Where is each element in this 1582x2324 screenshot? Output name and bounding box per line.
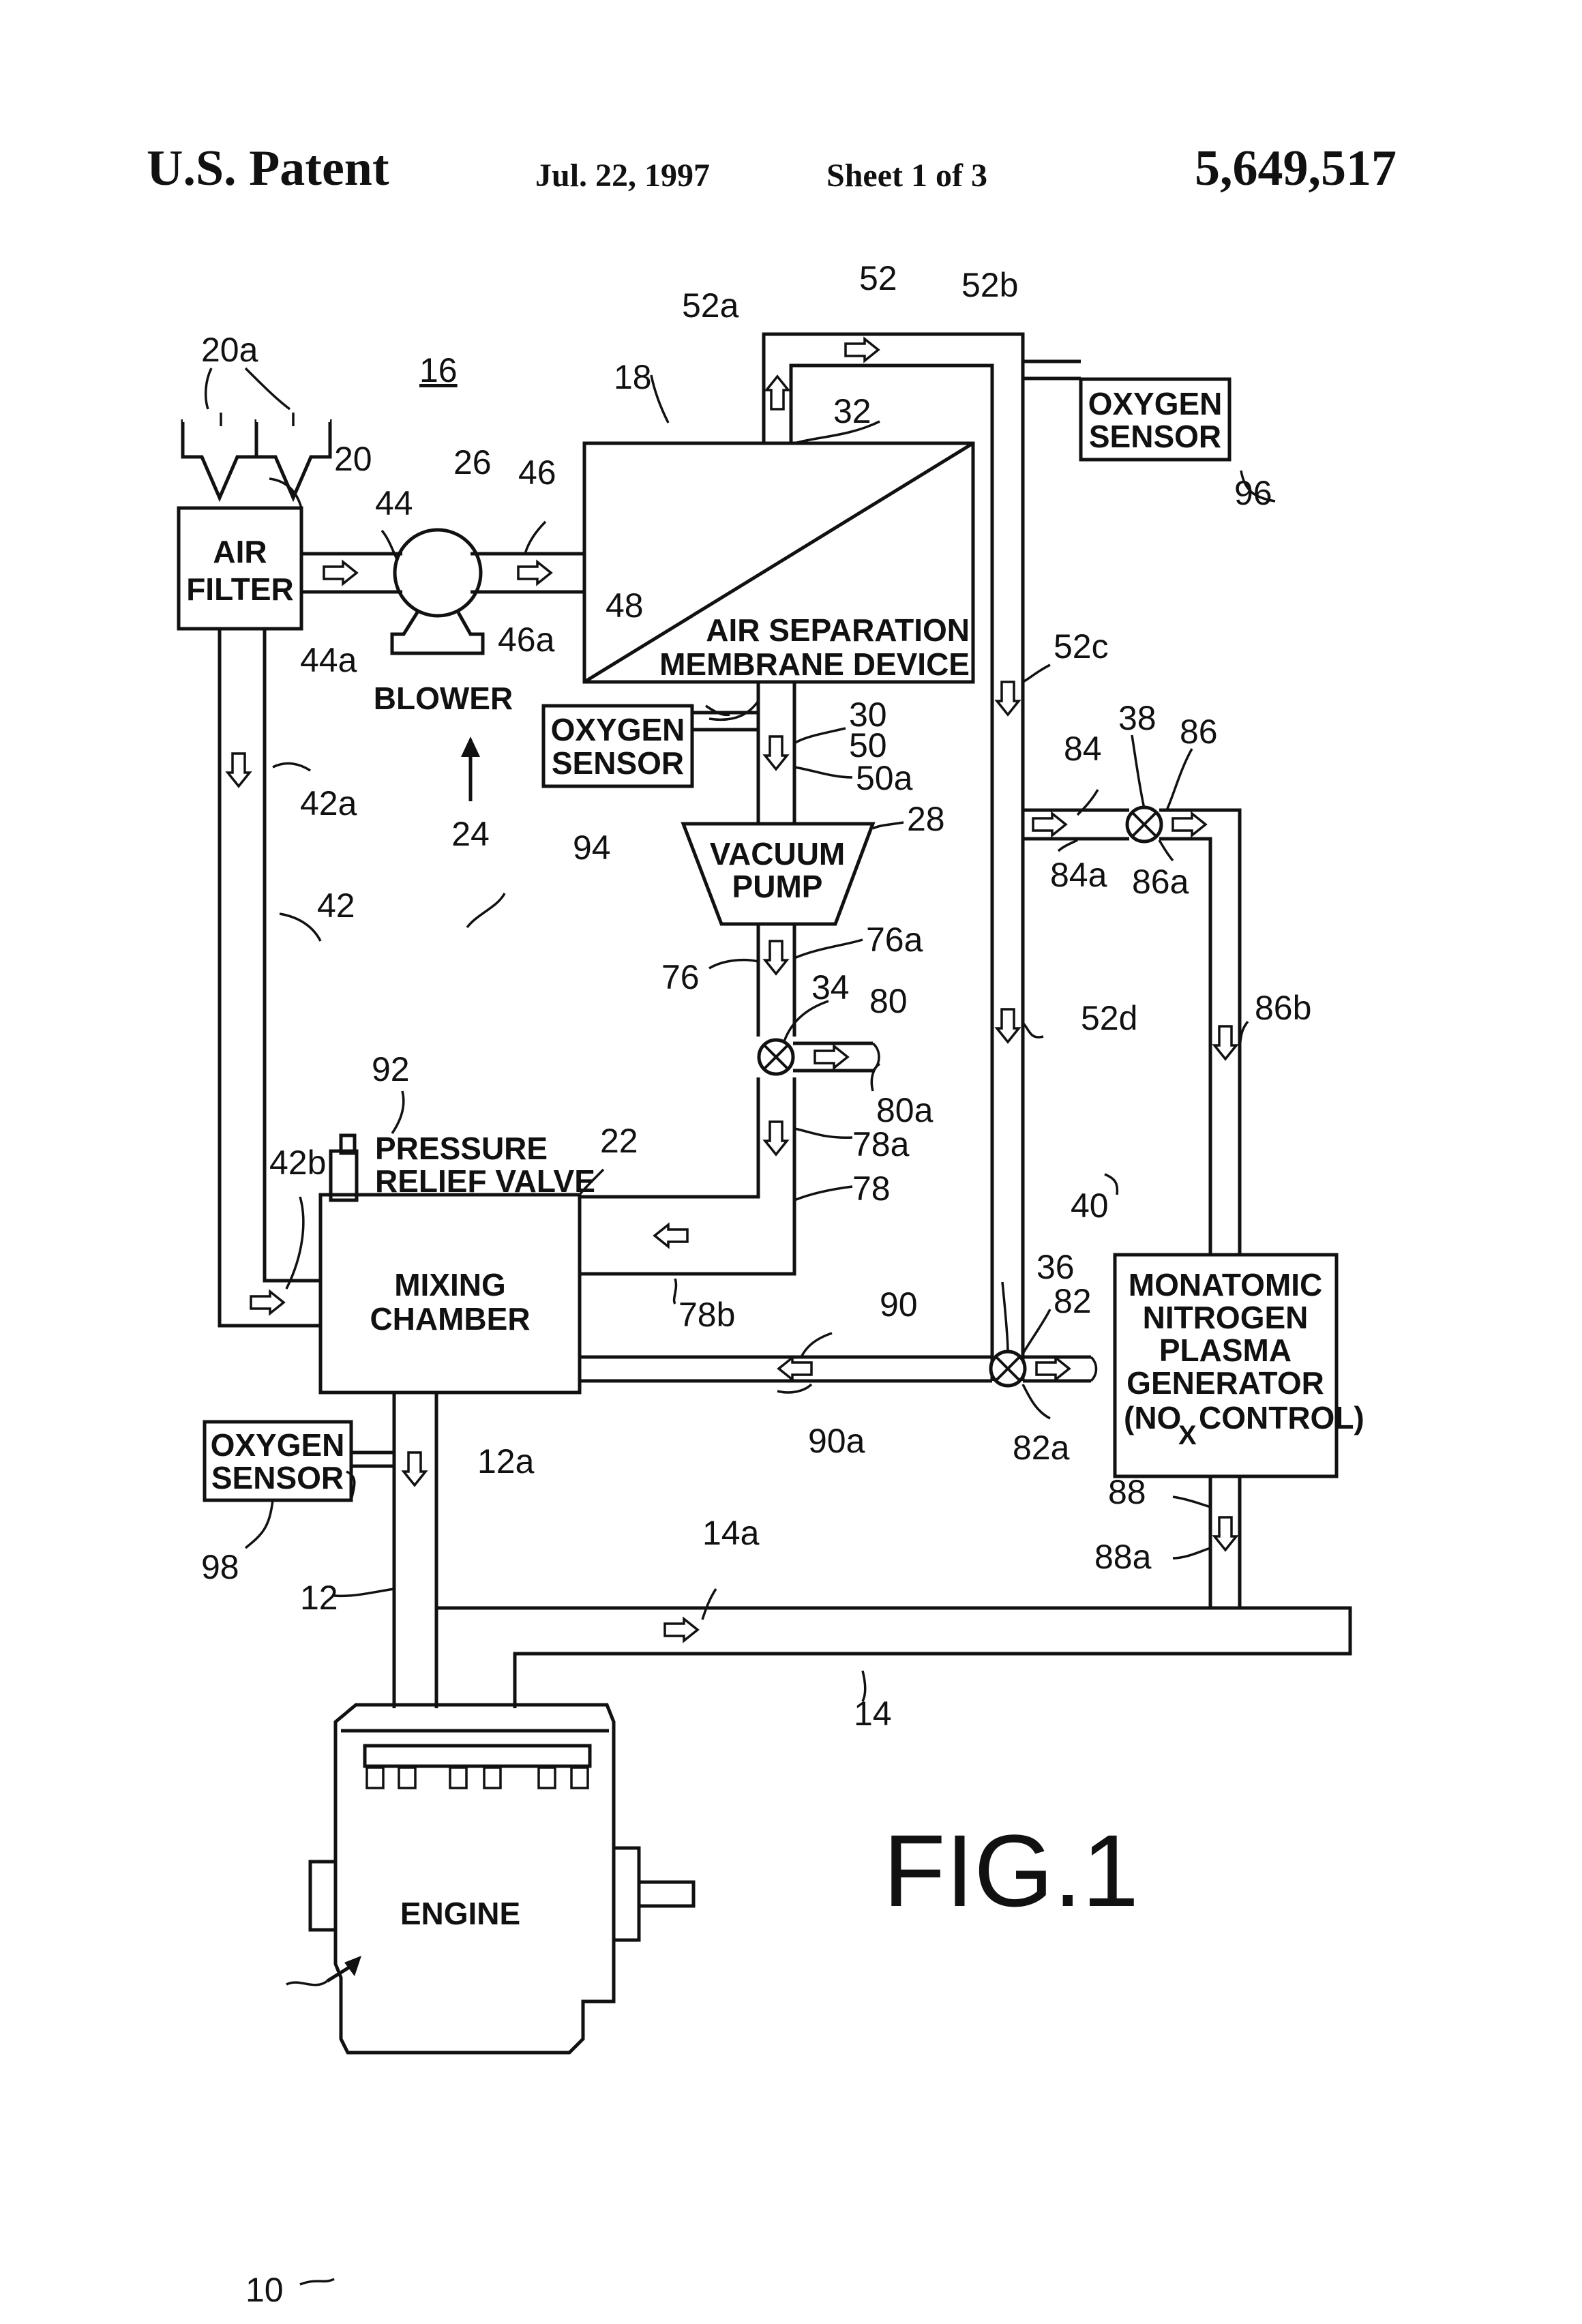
ref-20: 20 (334, 440, 372, 478)
ref-46a: 46a (498, 621, 555, 659)
ref-14: 14 (854, 1695, 892, 1733)
ref-90: 90 (880, 1285, 918, 1324)
membrane-label: AIR SEPARATION (706, 612, 970, 648)
air-filter: AIR FILTER (179, 508, 301, 629)
ref-84a: 84a (1050, 856, 1107, 894)
ref-78b: 78b (678, 1296, 735, 1334)
intake-arrow (183, 413, 256, 498)
ref-32: 32 (833, 392, 871, 430)
oxygen-sensor-94: OXYGEN SENSOR (543, 706, 692, 786)
ref-52b: 52b (961, 266, 1018, 304)
ref-38: 38 (1118, 699, 1156, 737)
ref-14a: 14a (702, 1514, 760, 1552)
relief-valve-label: PRESSURE (375, 1131, 548, 1166)
intake-pipe-12 (394, 1392, 436, 1708)
generator-label: X (1178, 1420, 1197, 1450)
oxygen-sensor-label: SENSOR (1089, 419, 1221, 454)
ref-84: 84 (1064, 730, 1102, 768)
ref-42: 42 (317, 887, 355, 925)
ref-16: 16 (419, 351, 458, 389)
generator-label: NITROGEN (1143, 1300, 1309, 1335)
ref-82: 82 (1054, 1282, 1092, 1320)
ref-78: 78 (852, 1170, 891, 1208)
exhaust-pipe-14 (436, 1608, 1350, 1708)
ref-44: 44 (375, 484, 413, 522)
air-filter-label: FILTER (186, 571, 294, 607)
ref-10: 10 (245, 2271, 284, 2309)
blower: BLOWER (374, 530, 513, 716)
ref-44a: 44a (300, 641, 357, 679)
ref-76: 76 (661, 958, 700, 996)
ref-80a: 80a (876, 1091, 934, 1129)
ref-42b: 42b (269, 1144, 326, 1182)
ref-88: 88 (1108, 1473, 1146, 1511)
ref-36: 36 (1036, 1248, 1075, 1286)
ref-34: 34 (811, 968, 850, 1007)
generator-label: CONTROL) (1199, 1400, 1364, 1435)
membrane-label: MEMBRANE DEVICE (659, 646, 970, 682)
oxygen-sensor-label: OXYGEN (1088, 386, 1223, 421)
ref-88a: 88a (1094, 1538, 1152, 1576)
oxygen-sensor-96: OXYGEN SENSOR (1081, 379, 1229, 460)
ref-20a: 20a (201, 331, 258, 369)
ref-12a: 12a (477, 1442, 535, 1480)
generator-label: (NO (1124, 1400, 1181, 1435)
ref-98: 98 (201, 1548, 239, 1586)
air-separation-membrane: AIR SEPARATION MEMBRANE DEVICE (584, 443, 973, 682)
oxygen-sensor-label: OXYGEN (551, 712, 685, 747)
ref-92: 92 (372, 1050, 410, 1088)
ref-42a: 42a (300, 784, 357, 822)
oxygen-sensor-label: OXYGEN (211, 1427, 345, 1463)
ref-52d: 52d (1081, 999, 1137, 1037)
ref-96: 96 (1234, 474, 1272, 512)
ref-80: 80 (869, 982, 908, 1020)
ref-90a: 90a (808, 1422, 865, 1460)
ref-82a: 82a (1013, 1429, 1070, 1467)
ref-52: 52 (859, 259, 897, 297)
ref-50a: 50a (856, 759, 913, 797)
vacuum-pump-label: PUMP (732, 869, 823, 904)
figure-title: FIG.1 (883, 1813, 1139, 1928)
generator-label: PLASMA (1159, 1332, 1292, 1368)
ref-86: 86 (1180, 713, 1218, 751)
vacuum-pump-label: VACUUM (710, 836, 845, 872)
ref-46: 46 (518, 453, 556, 492)
ref-78a: 78a (852, 1125, 910, 1163)
ref-22: 22 (600, 1122, 638, 1160)
plasma-generator: MONATOMIC NITROGEN PLASMA GENERATOR (NO … (1115, 1255, 1364, 1476)
ref-28: 28 (907, 800, 945, 838)
pressure-relief-valve: PRESSURE RELIEF VALVE (331, 1131, 595, 1200)
ref-52a: 52a (682, 286, 739, 325)
engine: ENGINE (310, 1705, 693, 2053)
ref-40: 40 (1071, 1187, 1109, 1225)
ref-94: 94 (573, 829, 611, 867)
ref-12: 12 (300, 1579, 338, 1617)
ref-86a: 86a (1132, 863, 1189, 901)
ref-76a: 76a (866, 921, 923, 959)
ref-18: 18 (614, 358, 652, 396)
generator-label: MONATOMIC (1129, 1267, 1323, 1302)
oxygen-sensor-98: OXYGEN SENSOR (205, 1422, 351, 1500)
bypass-pipe-42 (220, 629, 320, 1326)
ref-86b: 86b (1255, 989, 1311, 1027)
ref-24: 24 (451, 815, 490, 853)
engine-label: ENGINE (400, 1896, 520, 1931)
ref-26: 26 (453, 443, 492, 481)
oxygen-sensor-label: SENSOR (211, 1460, 344, 1495)
ref-52c: 52c (1054, 627, 1109, 666)
mixing-chamber: MIXING CHAMBER (320, 1195, 580, 1392)
generator-label: GENERATOR (1126, 1365, 1324, 1401)
vacuum-pump: VACUUM PUMP (683, 824, 873, 924)
air-filter-label: AIR (213, 534, 267, 569)
oxygen-sensor-label: SENSOR (552, 745, 684, 781)
blower-label: BLOWER (374, 681, 513, 716)
mixing-chamber-label: CHAMBER (370, 1301, 530, 1337)
mixing-chamber-label: MIXING (394, 1267, 506, 1302)
ref-48: 48 (606, 586, 644, 625)
